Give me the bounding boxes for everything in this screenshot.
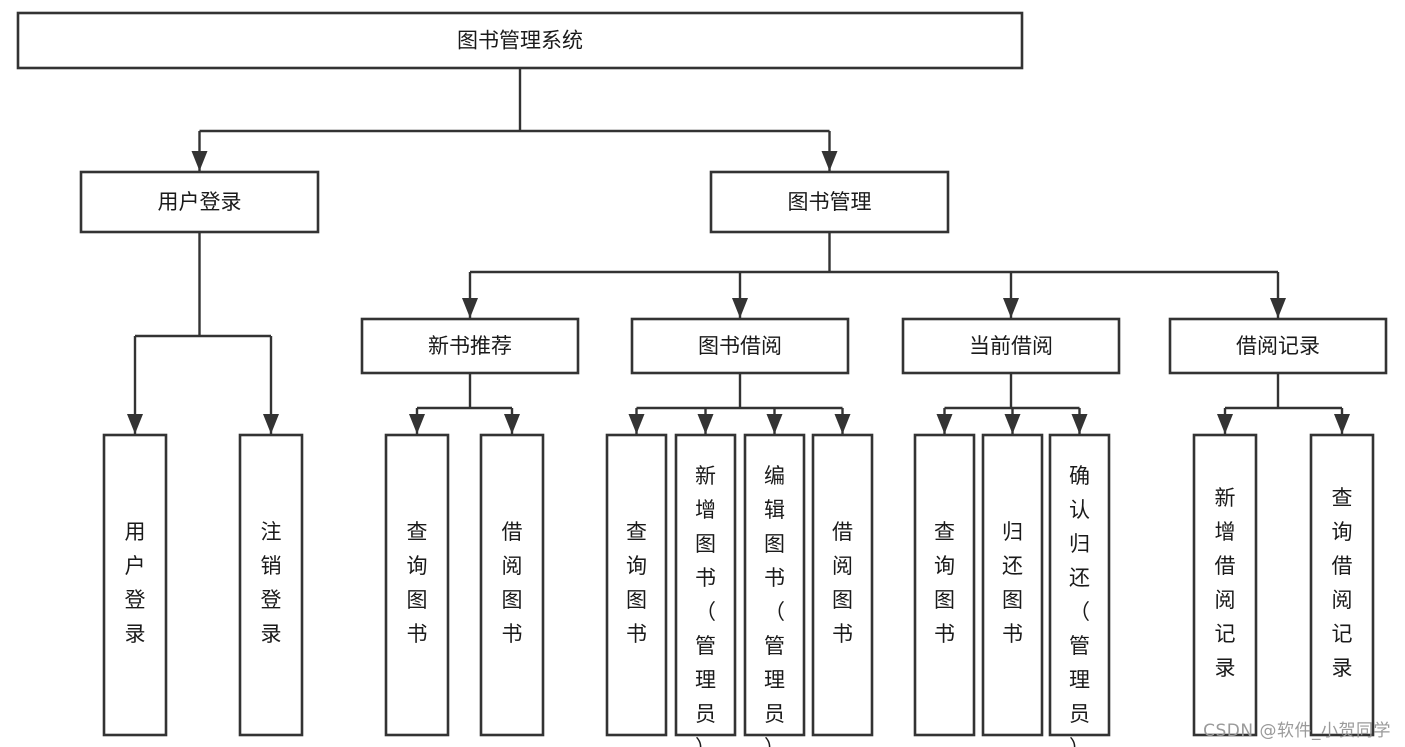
- arrow-head-icon: [1270, 298, 1286, 318]
- arrow-head-icon: [1217, 414, 1233, 434]
- node-label: 借阅图书: [832, 520, 853, 646]
- arrow-head-icon: [821, 151, 838, 171]
- node-leaf-confirm-return[interactable]: 确认归还（管理员）: [1048, 433, 1111, 747]
- node-leaf-return-book[interactable]: 归还图书: [981, 433, 1044, 737]
- node-label: 用户登录: [125, 520, 146, 646]
- node-label: 查询图书: [407, 520, 428, 646]
- node-label: 新增借阅记录: [1215, 486, 1236, 680]
- node-label: 图书管理: [788, 190, 872, 214]
- node-layer: 图书管理系统用户登录图书管理新书推荐图书借阅当前借阅借阅记录用户登录注销登录查询…: [16, 11, 1388, 747]
- arrow-head-icon: [409, 414, 425, 434]
- node-label: 查询图书: [626, 520, 647, 646]
- arrow-head-icon: [628, 414, 645, 434]
- node-new-book-recommend[interactable]: 新书推荐: [360, 317, 580, 375]
- node-label: 查询借阅记录: [1332, 486, 1353, 680]
- node-leaf-query-book-current[interactable]: 查询图书: [913, 433, 976, 737]
- node-root-system[interactable]: 图书管理系统: [16, 11, 1024, 70]
- arrow-head-icon: [936, 414, 953, 434]
- watermark-text: CSDN @软件_小贺同学: [1203, 721, 1391, 741]
- node-borrow-record[interactable]: 借阅记录: [1168, 317, 1388, 375]
- node-label: 当前借阅: [969, 334, 1053, 358]
- node-label: 新增图书（管理员）: [695, 464, 716, 747]
- node-current-borrow[interactable]: 当前借阅: [901, 317, 1121, 375]
- node-label: 确认归还（管理员）: [1069, 464, 1090, 747]
- connector-layer: [127, 68, 1350, 434]
- node-label: 新书推荐: [428, 334, 512, 358]
- node-leaf-user-logout[interactable]: 注销登录: [238, 433, 304, 737]
- node-leaf-borrow-book[interactable]: 借阅图书: [811, 433, 874, 737]
- node-label: 图书管理系统: [457, 29, 583, 53]
- arrow-head-icon: [462, 298, 478, 318]
- node-label: 查询图书: [934, 520, 955, 646]
- arrow-head-icon: [504, 414, 520, 434]
- node-label: 注销登录: [261, 520, 282, 646]
- arrow-head-icon: [732, 298, 748, 318]
- node-leaf-borrow-book-new[interactable]: 借阅图书: [479, 433, 545, 737]
- node-leaf-query-book-borrow[interactable]: 查询图书: [605, 433, 668, 737]
- node-label: 借阅记录: [1236, 334, 1320, 358]
- node-user-login[interactable]: 用户登录: [79, 170, 320, 234]
- node-label: 编辑图书（管理员）: [764, 464, 785, 747]
- arrow-head-icon: [697, 414, 714, 434]
- node-label: 归还图书: [1002, 520, 1023, 646]
- arrow-head-icon: [1071, 414, 1088, 434]
- node-leaf-query-book-new[interactable]: 查询图书: [384, 433, 450, 737]
- node-label: 用户登录: [158, 190, 242, 214]
- arrow-head-icon: [1334, 414, 1350, 434]
- node-book-borrow[interactable]: 图书借阅: [630, 317, 850, 375]
- arrow-head-icon: [191, 151, 208, 171]
- arrow-head-icon: [263, 414, 279, 434]
- node-book-manage[interactable]: 图书管理: [709, 170, 950, 234]
- arrow-head-icon: [1004, 414, 1021, 434]
- arrow-head-icon: [1003, 298, 1019, 318]
- node-leaf-user-login[interactable]: 用户登录: [102, 433, 168, 737]
- node-leaf-add-record[interactable]: 新增借阅记录: [1192, 433, 1258, 737]
- node-leaf-add-book[interactable]: 新增图书（管理员）: [674, 433, 737, 747]
- node-leaf-query-record[interactable]: 查询借阅记录: [1309, 433, 1375, 737]
- node-leaf-edit-book[interactable]: 编辑图书（管理员）: [743, 433, 806, 747]
- node-label: 借阅图书: [502, 520, 523, 646]
- node-label: 图书借阅: [698, 334, 782, 358]
- arrow-head-icon: [127, 414, 143, 434]
- arrow-head-icon: [766, 414, 783, 434]
- arrow-head-icon: [834, 414, 851, 434]
